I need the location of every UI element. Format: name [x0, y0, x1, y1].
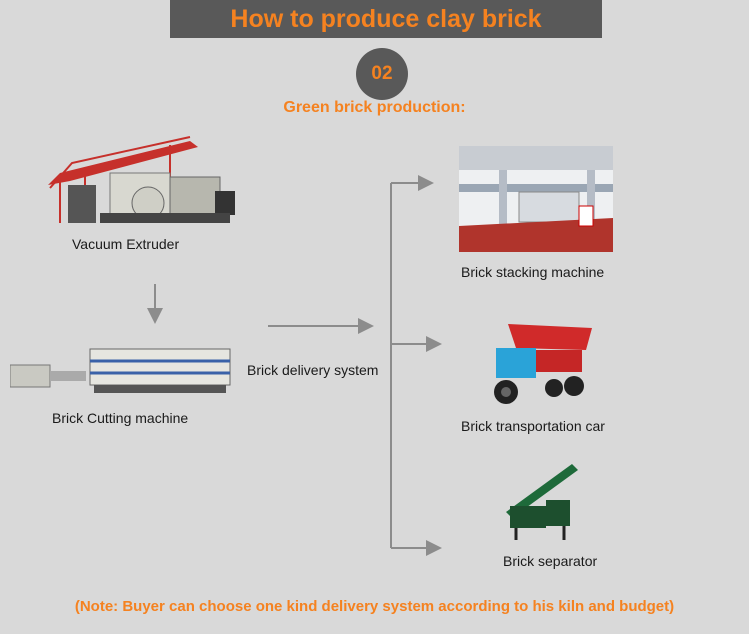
- brick-separator-label: Brick separator: [503, 553, 598, 569]
- brick-stacking-machine-image: [459, 146, 613, 252]
- footnote: (Note: Buyer can choose one kind deliver…: [74, 598, 675, 615]
- brick-cutting-machine-label: Brick Cutting machine: [52, 410, 189, 426]
- page-title: How to produce clay brick: [170, 0, 602, 38]
- brick-transportation-car-image: [494, 324, 592, 404]
- vacuum-extruder-label: Vacuum Extruder: [72, 236, 180, 252]
- brick-separator-image: [506, 464, 578, 540]
- brick-stacking-machine-label: Brick stacking machine: [461, 264, 605, 280]
- vacuum-extruder-image: [48, 136, 235, 223]
- section-subtitle: Green brick production:: [283, 99, 466, 116]
- brick-transportation-car-label: Brick transportation car: [461, 418, 605, 434]
- brick-cutting-machine-image: [10, 348, 231, 393]
- brick-delivery-system-label: Brick delivery system: [247, 362, 379, 378]
- step-number-badge: 02: [356, 48, 408, 100]
